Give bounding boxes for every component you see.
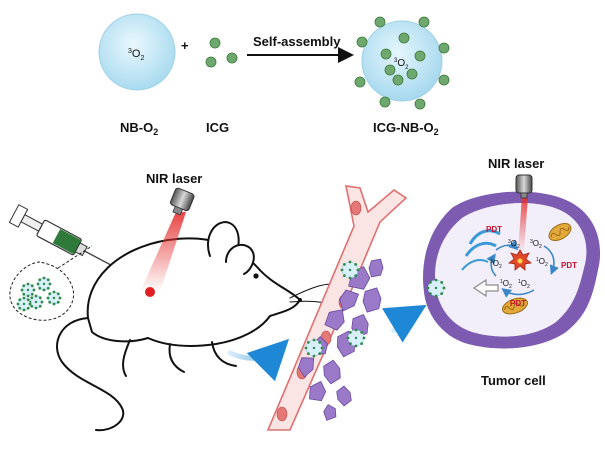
icg-dot — [354, 76, 366, 88]
mini-complex — [36, 276, 52, 292]
tumor-cell-label: Tumor cell — [481, 373, 546, 388]
pdt-cycle — [486, 240, 559, 298]
mini-complex — [340, 260, 360, 280]
complex-o2-text: 3O2 — [394, 58, 409, 71]
icg-dot — [406, 68, 418, 80]
mitochondrion-bottom — [502, 297, 528, 315]
svg-text:1O2: 1O2 — [536, 257, 548, 268]
cell-oxygen-labels: 3O2 3O2 3O2 1O2 1O2 1O2 — [490, 239, 548, 290]
laser-spot — [145, 287, 155, 297]
icg-dot — [414, 50, 426, 62]
tumor-tissue-cell — [339, 289, 360, 312]
mini-complex — [426, 278, 446, 298]
icg-dot — [418, 16, 430, 28]
tumor-tissue-cell — [336, 385, 352, 407]
pdt-label-top: PDT — [486, 225, 502, 234]
icg-dot — [398, 32, 410, 44]
icg-dot — [438, 74, 450, 86]
mitochondrion-top — [548, 222, 572, 242]
release-arrow — [472, 278, 499, 298]
nb-o2-bubble: 3O2 — [98, 13, 176, 91]
icg-dot — [384, 64, 396, 76]
activated-icg-star — [508, 249, 532, 271]
laser-left — [140, 187, 195, 292]
tumor-tissue-cell — [297, 357, 315, 378]
pdt-label-right: PDT — [561, 261, 577, 270]
tumor-tissue-cell — [323, 359, 341, 385]
laser-right — [515, 174, 533, 252]
mini-complex — [346, 328, 366, 348]
icg-dot — [392, 74, 404, 86]
nb-o2-label: NB-O2 — [120, 120, 158, 137]
icg-dot — [356, 36, 368, 48]
arrow-vessel-to-cell — [381, 304, 427, 343]
plus-sign: + — [181, 38, 189, 53]
tumor-tissue-cell — [323, 404, 337, 421]
icg-dot — [438, 42, 450, 54]
mouse — [56, 221, 335, 432]
mini-complex — [304, 338, 324, 358]
svg-text:1O2: 1O2 — [500, 279, 512, 290]
uptake-curves — [461, 229, 501, 271]
red-blood-cell — [350, 200, 362, 216]
zoom-particles — [16, 276, 62, 312]
nir-laser-label-left: NIR laser — [146, 171, 202, 186]
icg-label: ICG — [206, 120, 229, 135]
self-assembly-label: Self-assembly — [253, 34, 341, 49]
svg-text:3O2: 3O2 — [508, 239, 520, 250]
svg-text:1O2: 1O2 — [518, 279, 530, 290]
nir-laser-label-right: NIR laser — [488, 156, 544, 171]
svg-text:3O2: 3O2 — [490, 259, 502, 270]
tumor-tissue-cell — [309, 380, 327, 402]
icg-dot — [414, 98, 426, 110]
mini-complex — [20, 282, 36, 298]
pdt-label-bottom: PDT — [510, 299, 526, 308]
mini-complex — [28, 294, 44, 310]
icg-dot — [380, 48, 392, 60]
icg-particles — [205, 37, 238, 68]
tumor-tissue-cell — [368, 258, 384, 278]
cell-complexes — [426, 278, 446, 298]
zoom-region — [9, 261, 74, 321]
tumor-tissue-cell — [324, 309, 345, 331]
tumor-cell — [423, 191, 601, 349]
vessel-complexes — [304, 260, 366, 358]
complex-icg-dots — [354, 16, 450, 110]
icg-nb-o2-label: ICG-NB-O2 — [373, 120, 439, 137]
arrow-mouse-to-vessel — [226, 338, 290, 382]
mini-complex — [46, 290, 62, 306]
bubble-o2-text: 3O2 — [128, 48, 144, 62]
icg-dot — [374, 16, 386, 28]
icg-nb-o2-complex: 3O2 — [361, 20, 443, 102]
red-blood-cell — [276, 406, 288, 422]
svg-text:3O2: 3O2 — [530, 239, 542, 250]
tumor-tissue — [297, 258, 384, 421]
mini-complex — [16, 296, 32, 312]
icg-dot — [379, 96, 391, 108]
tumor-tissue-cell — [362, 287, 382, 313]
syringe — [8, 204, 147, 285]
